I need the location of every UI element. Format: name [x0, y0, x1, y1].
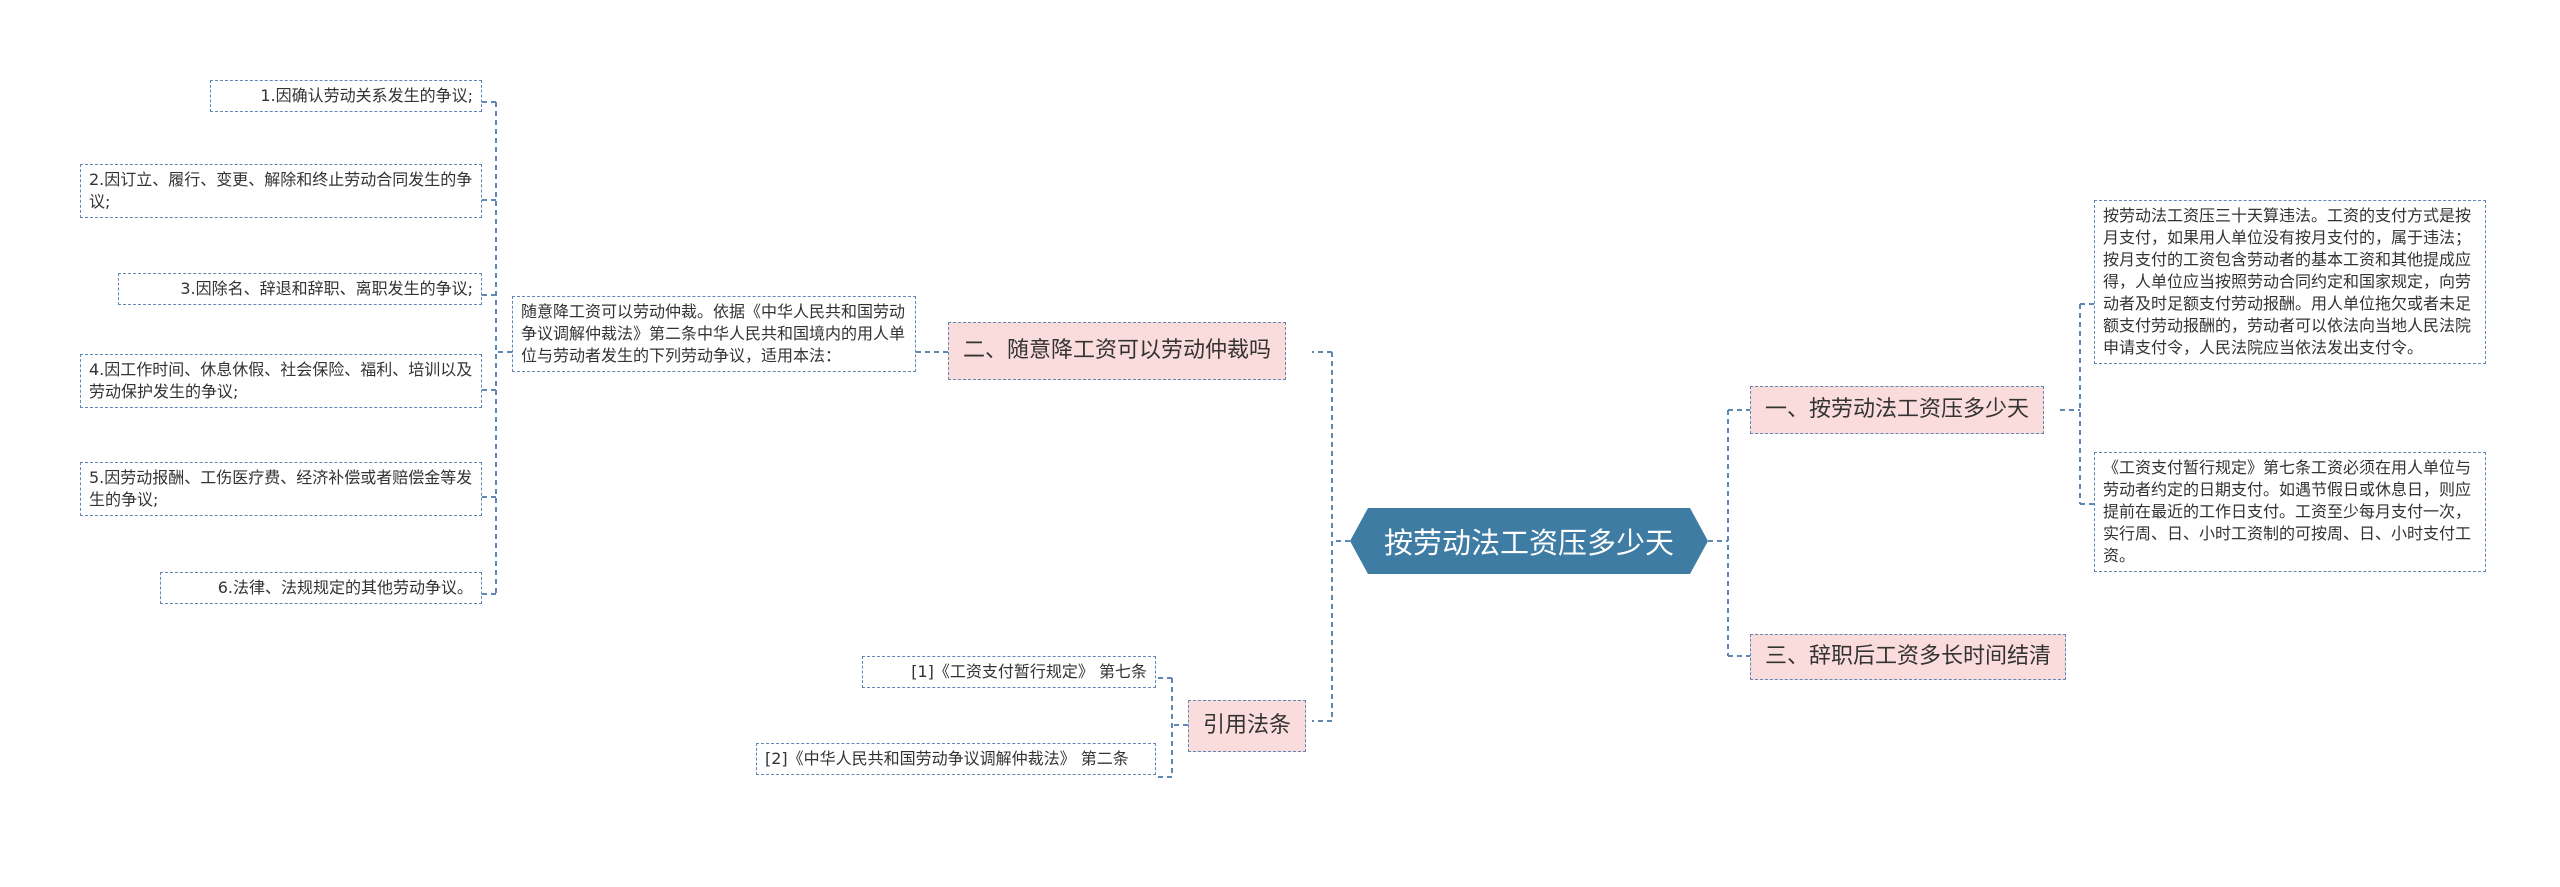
- branch-topic-1[interactable]: 一、按劳动法工资压多少天: [1750, 386, 2045, 434]
- branch-topic-citations[interactable]: 引用法条: [1188, 700, 1307, 752]
- dispute-item-4[interactable]: 4.因工作时间、休息休假、社会保险、福利、培训以及劳动保护发生的争议;: [80, 354, 482, 408]
- dispute-item-2[interactable]: 2.因订立、履行、变更、解除和终止劳动合同发生的争议;: [80, 164, 482, 218]
- dispute-item-3[interactable]: 3.因除名、辞退和辞职、离职发生的争议;: [118, 273, 482, 305]
- answer-detail-note[interactable]: 按劳动法工资压三十天算违法。工资的支付方式是按月支付，如果用人单位没有按月支付的…: [2094, 200, 2486, 364]
- dispute-item-6[interactable]: 6.法律、法规规定的其他劳动争议。: [160, 572, 482, 604]
- citation-item-1[interactable]: [1]《工资支付暂行规定》 第七条: [862, 656, 1156, 688]
- dispute-item-5[interactable]: 5.因劳动报酬、工伤医疗费、经济补偿或者赔偿金等发生的争议;: [80, 462, 482, 516]
- branch-topic-2[interactable]: 二、随意降工资可以劳动仲裁吗: [948, 322, 1287, 380]
- branch-topic-3[interactable]: 三、辞职后工资多长时间结清: [1750, 634, 2067, 680]
- regulation-article-7-note[interactable]: 《工资支付暂行规定》第七条工资必须在用人单位与劳动者约定的日期支付。如遇节假日或…: [2094, 452, 2486, 572]
- root-topic[interactable]: 按劳动法工资压多少天: [1350, 508, 1708, 574]
- arbitration-law-note[interactable]: 随意降工资可以劳动仲裁。依据《中华人民共和国劳动争议调解仲裁法》第二条中华人民共…: [512, 296, 916, 372]
- dispute-item-1[interactable]: 1.因确认劳动关系发生的争议;: [210, 80, 482, 112]
- citation-item-2[interactable]: [2]《中华人民共和国劳动争议调解仲裁法》 第二条: [756, 743, 1156, 775]
